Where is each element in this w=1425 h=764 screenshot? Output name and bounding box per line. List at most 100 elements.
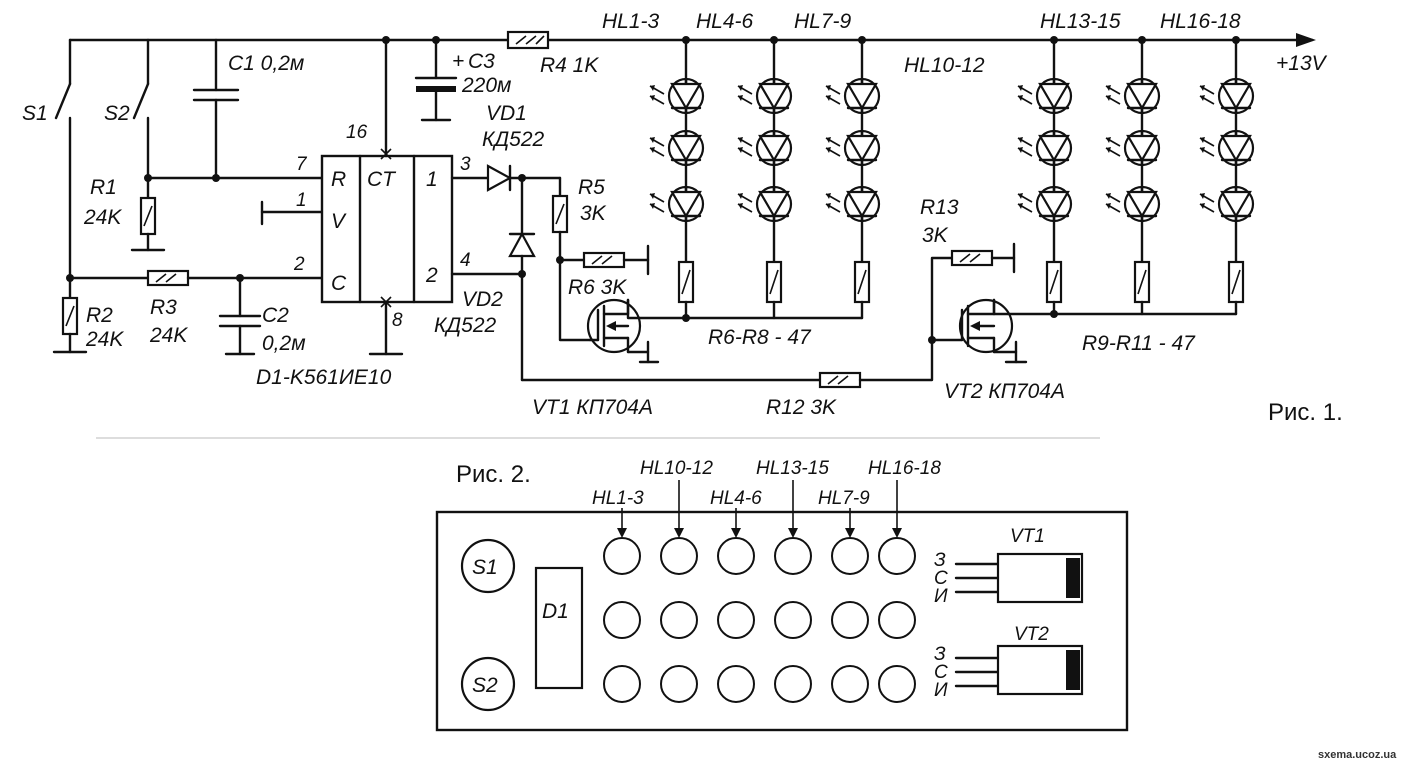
r4-resistor	[506, 30, 550, 50]
pin-7-number: 7	[296, 154, 308, 175]
hl13-15-label: HL13-15	[1040, 10, 1121, 33]
board-vt2-label: VT2	[1014, 624, 1049, 645]
r2-label: R2	[86, 304, 113, 327]
board-d1-chip	[534, 566, 584, 690]
board-s1-label: S1	[472, 556, 498, 579]
pin-2-number: 2	[293, 254, 305, 275]
board-callout-leaders	[617, 480, 902, 538]
s1-switch-contact	[54, 82, 72, 120]
led-column-hl1-3	[648, 36, 705, 322]
chip-pin-c-label: C	[331, 272, 347, 295]
hl16-18-label: HL16-18	[1160, 10, 1241, 33]
r6-label: R6 3K	[568, 276, 627, 299]
pin-1-number: 1	[296, 190, 307, 211]
vt1-label: VT1 КП704А	[532, 396, 653, 419]
watermark: sxema.ucoz.ua	[1318, 749, 1397, 761]
r1-value: 24K	[83, 206, 122, 229]
board-d1-label: D1	[542, 600, 569, 623]
chip-pin-r-label: R	[331, 168, 346, 191]
pin-16-number: 16	[346, 122, 368, 143]
r12-wire-right	[858, 338, 934, 382]
figure-2-board-layout: Рис. 2. S1 S2 D1	[435, 458, 1129, 732]
vt1-transistor	[586, 298, 642, 354]
r12-resistor	[818, 371, 862, 389]
pin-8-number: 8	[392, 310, 403, 331]
hl1-3-label: HL1-3	[602, 10, 660, 33]
vd1-diode	[486, 164, 513, 192]
s1-label: S1	[22, 102, 48, 125]
r3-label: R3	[150, 296, 177, 319]
r2-value: 24K	[85, 328, 124, 351]
board-led-grid	[603, 537, 916, 703]
r6-r8-label: R6-R8 - 47	[708, 326, 812, 349]
r13-wire	[930, 256, 954, 342]
d1-chip: R V C CT 1 2	[320, 154, 454, 304]
r5-label: R5	[578, 176, 605, 199]
board-vt1-package	[954, 552, 1084, 604]
r3-resistor	[146, 269, 190, 287]
board-hl4-6-label: HL4-6	[710, 488, 762, 509]
c3-plate-bottom	[416, 86, 456, 92]
r3-value: 24K	[149, 324, 188, 347]
r6-resistor	[582, 251, 626, 269]
pin-4-number: 4	[460, 250, 471, 271]
r1-label: R1	[90, 176, 117, 199]
r5-value: 3K	[580, 202, 607, 225]
led-column-hl10-12	[1016, 36, 1073, 318]
r4-label: R4 1K	[540, 54, 599, 77]
s2-switch-contact	[132, 82, 150, 120]
supply-arrow-icon	[1296, 33, 1316, 47]
vt2-transistor	[958, 298, 1014, 354]
board-vt2-source-label: И	[934, 680, 948, 701]
c1-label: C1 0,2м	[228, 52, 304, 75]
chip-name-label: D1-K561ИЕ10	[256, 366, 392, 389]
board-hl10-12-label: HL10-12	[640, 458, 713, 479]
board-vt1-gate-label: З	[934, 550, 946, 571]
led-column-hl7-9	[824, 36, 881, 320]
led-column-hl16-18	[1198, 36, 1255, 316]
board-s2-label: S2	[472, 674, 498, 697]
r9-r11-label: R9-R11 - 47	[1082, 332, 1196, 355]
r12-label: R12 3K	[766, 396, 837, 419]
board-vt2-drain-label: С	[934, 662, 948, 683]
pin-3-number: 3	[460, 154, 471, 175]
board-hl1-3-label: HL1-3	[592, 488, 644, 509]
vd2-type: КД522	[434, 314, 497, 337]
vt2-drain-wire	[992, 298, 1056, 316]
chip-pin-v-label: V	[331, 210, 347, 233]
hl4-6-label: HL4-6	[696, 10, 754, 33]
hl10-12-label: HL10-12	[904, 54, 985, 77]
vd1-type: КД522	[482, 128, 545, 151]
c2-label: C2	[262, 304, 289, 327]
r13-resistor	[950, 249, 994, 267]
board-vt2-package	[954, 644, 1084, 696]
led-column-hl13-15	[1104, 36, 1161, 316]
vd2-label: VD2	[462, 288, 503, 311]
vd1-label: VD1	[486, 102, 527, 125]
figure-2-caption: Рис. 2.	[456, 461, 531, 488]
board-vt1-drain-label: С	[934, 568, 948, 589]
board-vt2-gate-label: З	[934, 644, 946, 665]
board-vt1-source-label: И	[934, 586, 948, 607]
board-vt1-label: VT1	[1010, 526, 1045, 547]
vd2-diode	[508, 231, 536, 258]
supply-voltage-label: +13V	[1276, 52, 1328, 75]
vt1-drain-wire	[626, 298, 690, 320]
board-hl7-9-label: HL7-9	[818, 488, 870, 509]
board-hl16-18-label: HL16-18	[868, 458, 941, 479]
c2-value: 0,2м	[262, 332, 306, 355]
board-s1-circle	[460, 538, 516, 594]
vt1-gate-wire	[558, 258, 592, 342]
chip-pin-ct-label: CT	[367, 168, 397, 191]
figure-1-caption: Рис. 1.	[1268, 399, 1343, 426]
board-s2-circle	[460, 656, 516, 712]
r13-value: 3K	[922, 224, 949, 247]
c3-value: 220м	[461, 74, 511, 97]
chip-out-1-label: 1	[426, 168, 438, 191]
c3-label: C3	[468, 50, 495, 73]
board-hl13-15-label: HL13-15	[756, 458, 829, 479]
vt2-label: VT2 КП704А	[944, 380, 1065, 403]
figure-1-schematic: +13V R4 1K S1 S2 C1 0,2м 7 R1 24K	[22, 10, 1343, 426]
chip-out-2-label: 2	[425, 264, 438, 287]
